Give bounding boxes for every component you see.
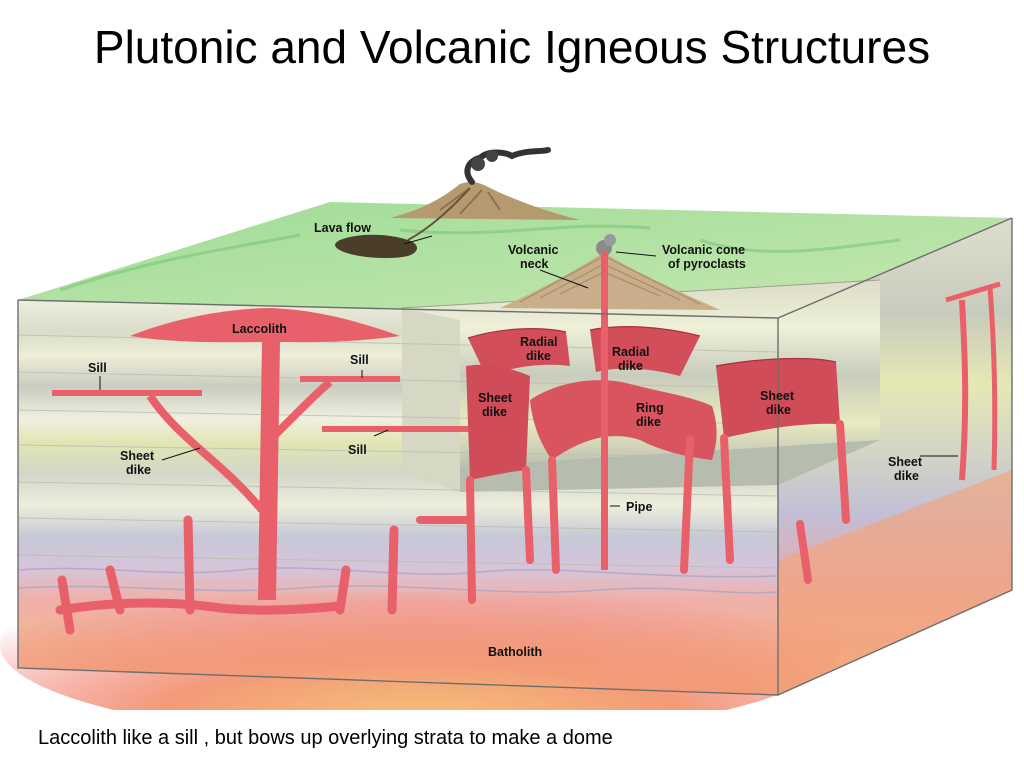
laccolith-feeder xyxy=(258,342,280,600)
cutaway-floor xyxy=(402,440,880,492)
label-sill-center: Sill xyxy=(350,353,369,367)
radial-dike-right xyxy=(590,326,700,376)
label-radial-dike-left-1: Radial xyxy=(520,335,558,349)
volcano xyxy=(390,181,580,220)
laccolith xyxy=(130,308,400,343)
label-radial-dike-right-2: dike xyxy=(618,359,643,373)
label-sheet-dike-left-1: Sheet xyxy=(120,449,155,463)
label-volcanic-neck-1: Volcanic xyxy=(508,243,559,257)
label-pipe: Pipe xyxy=(626,500,652,514)
label-sill-left: Sill xyxy=(88,361,107,375)
label-radial-dike-right-1: Radial xyxy=(612,345,650,359)
cutaway-left-wall xyxy=(402,308,460,492)
label-radial-dike-left-2: dike xyxy=(526,349,551,363)
label-batholith: Batholith xyxy=(488,645,542,659)
pyroclast-cone xyxy=(500,252,720,310)
label-volcanic-cone-2: of pyroclasts xyxy=(668,257,746,271)
label-lava-flow: Lava flow xyxy=(314,221,371,235)
sheet-dike-far-right xyxy=(959,299,969,481)
sill-center xyxy=(300,376,400,382)
batholith-side xyxy=(778,470,1012,695)
ring-dike xyxy=(530,380,717,460)
slide-title: Plutonic and Volcanic Igneous Structures xyxy=(93,21,931,73)
label-volcanic-cone-1: Volcanic cone xyxy=(662,243,745,257)
label-sheet-dike-left-2: dike xyxy=(126,463,151,477)
label-sheet-dike-right-2: dike xyxy=(766,403,791,417)
label-sheet-dike-right-1: Sheet xyxy=(760,389,795,403)
igneous-structures-diagram: Lava flow Volcanic neck Volcanic cone of… xyxy=(0,147,1013,710)
label-sill-lower: Sill xyxy=(348,443,367,457)
label-volcanic-neck-2: neck xyxy=(520,257,549,271)
label-sheet-dike-center-1: Sheet xyxy=(478,391,513,405)
lava-flow xyxy=(335,234,417,259)
label-sheet-dike-far-right-2: dike xyxy=(894,469,919,483)
sill-lower xyxy=(322,426,472,432)
label-sheet-dike-far-right-1: Sheet xyxy=(888,455,923,469)
label-laccolith: Laccolith xyxy=(232,322,287,336)
sheet-dike-left xyxy=(146,393,266,513)
radial-dike-left xyxy=(468,328,570,376)
volcanic-pipe xyxy=(601,252,608,570)
sill-left xyxy=(52,390,202,396)
sheet-dike-center xyxy=(466,364,530,480)
slide-caption: Laccolith like a sill , but bows up over… xyxy=(38,727,613,749)
label-ring-dike-1: Ring xyxy=(636,401,664,415)
label-sheet-dike-center-2: dike xyxy=(482,405,507,419)
label-ring-dike-2: dike xyxy=(636,415,661,429)
